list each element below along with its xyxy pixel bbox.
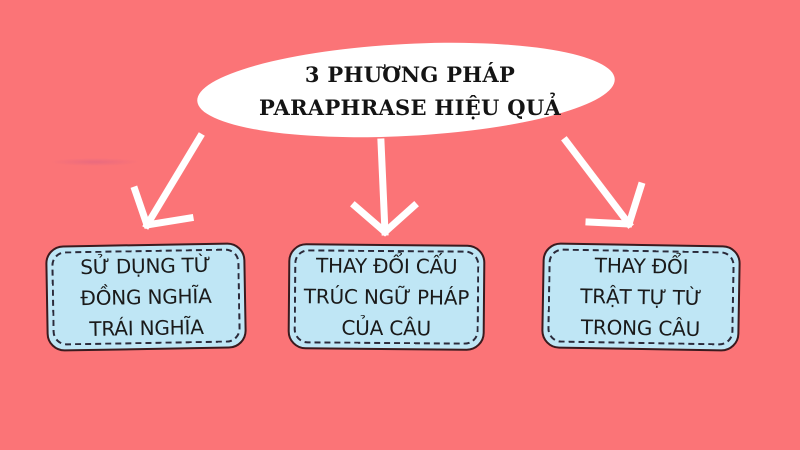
method-box-synonyms: SỬ DỤNG TỪ ĐỒNG NGHĨA TRÁI NGHĨA [45, 242, 247, 352]
title-line-1: 3 PHƯƠNG PHÁP [304, 62, 516, 87]
method-2-line-2: TRÚC NGỮ PHÁP [303, 283, 470, 310]
method-1-line-2: ĐỒNG NGHĨA [80, 283, 212, 310]
method-2-line-1: THAY ĐỔI CẤU [316, 252, 458, 279]
arrow-down-icon [350, 138, 419, 237]
arrow-down-left-icon [130, 132, 205, 230]
method-3-line-3: TRONG CÂU [580, 314, 701, 341]
method-box-grammar-structure: THAY ĐỔI CẤU TRÚC NGỮ PHÁP CỦA CÂU [287, 243, 486, 351]
arrow-down-right-icon [561, 136, 646, 229]
background-smudge [50, 158, 140, 166]
method-box-word-order: THAY ĐỔI TRẬT TỰ TỪ TRONG CÂU [541, 242, 741, 352]
method-3-line-1: THAY ĐỔI [594, 252, 689, 279]
method-1-line-1: SỬ DỤNG TỪ [80, 252, 211, 279]
method-2-line-3: CỦA CÂU [341, 315, 432, 340]
title-line-2: PARAPHRASE HIỆU QUẢ [258, 95, 562, 120]
method-3-line-2: TRẬT TỰ TỪ [580, 283, 702, 310]
method-1-line-3: TRÁI NGHĨA [89, 314, 204, 341]
diagram-title: 3 PHƯƠNG PHÁP PARAPHRASE HIỆU QUẢ [200, 58, 620, 124]
